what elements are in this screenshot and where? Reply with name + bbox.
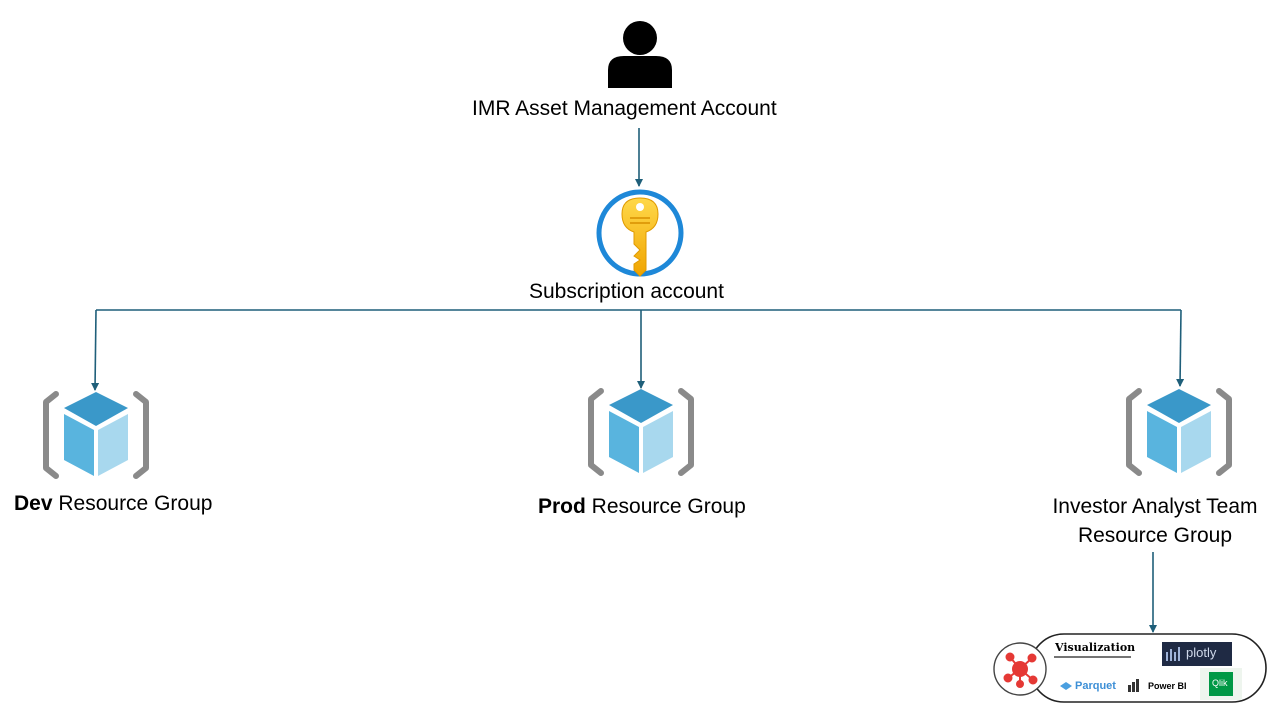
plotly-label: plotly [1186, 645, 1217, 660]
investor-label-line2: Resource Group [1077, 524, 1233, 547]
powerbi-icon [1128, 679, 1139, 692]
investor-resource-group-label: Investor Analyst Team Resource Group [1020, 492, 1280, 550]
powerbi-label: Power BI [1148, 681, 1187, 691]
parquet-icon [1060, 682, 1072, 690]
investor-resource-group-icon [1129, 389, 1229, 473]
parquet-label: Parquet [1075, 680, 1116, 692]
dev-resource-group-label: Dev Resource Group [14, 492, 212, 516]
investor-label-line1: Investor Analyst Team [1052, 495, 1258, 518]
dev-label-rest: Resource Group [52, 492, 213, 515]
prod-label-bold: Prod [538, 495, 586, 518]
plotly-logo [1162, 642, 1232, 666]
prod-resource-group-icon [591, 389, 691, 473]
user-icon [608, 21, 672, 88]
qlik-label: Qlik [1212, 678, 1228, 688]
dev-label-bold: Dev [14, 492, 53, 515]
data-hub-icon [1003, 652, 1038, 688]
subscription-label: Subscription account [529, 280, 724, 303]
dev-resource-group-icon [46, 392, 146, 476]
branch-connectors [91, 309, 1185, 633]
prod-resource-group-label: Prod Resource Group [538, 495, 746, 519]
account-label: IMR Asset Management Account [472, 97, 777, 120]
key-icon [596, 189, 684, 277]
tools-panel [993, 633, 1267, 703]
prod-label-rest: Resource Group [585, 495, 746, 518]
visualization-heading: Visualization [1055, 641, 1136, 654]
